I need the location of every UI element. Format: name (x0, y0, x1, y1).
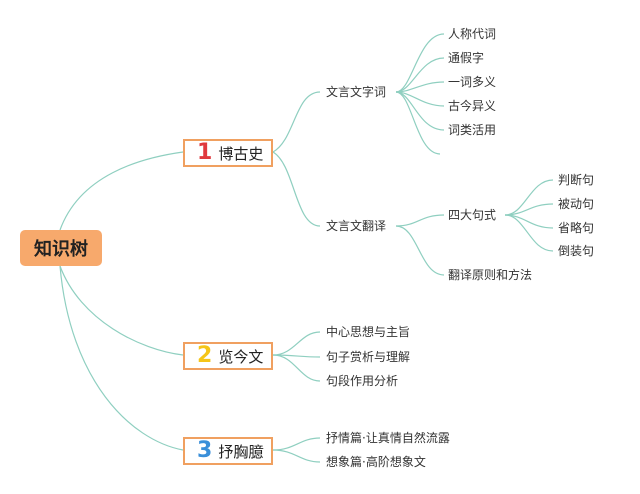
root-label: 知识树 (34, 239, 88, 260)
leaf-node[interactable]: 句段作用分析 (326, 374, 399, 388)
leaf-node[interactable]: 古今异义 (448, 99, 497, 113)
branch-label: 抒胸臆 (218, 442, 264, 461)
root-node[interactable]: 知识树 (20, 230, 102, 266)
branch-number: 2 (197, 343, 213, 368)
node-fanyi-yuanze[interactable]: 翻译原则和方法 (448, 268, 533, 282)
leaf-node[interactable]: 抒情篇·让真情自然流露 (326, 431, 450, 445)
leaf-node[interactable]: 省略句 (558, 221, 595, 235)
leaf-node[interactable]: 想象篇·高阶想象文 (326, 455, 426, 469)
branch-label: 博古史 (218, 144, 264, 163)
leaf-node[interactable]: 句子赏析与理解 (326, 350, 411, 364)
connector-root-branch3 (59, 265, 184, 451)
leaf-node[interactable]: 倒装句 (558, 244, 595, 258)
leaf-node[interactable]: 通假字 (448, 51, 485, 65)
connector-root-branch1 (59, 151, 184, 231)
branch-node-2[interactable]: 2 览今文 (183, 342, 273, 370)
leaf-node[interactable]: 人称代词 (448, 27, 497, 41)
leaf-node[interactable]: 判断句 (558, 173, 595, 187)
connector-b1-wenyanzici (272, 91, 321, 153)
node-wenyan-zici[interactable]: 文言文字词 (326, 85, 387, 99)
leaf-node[interactable]: 一词多义 (448, 75, 497, 89)
leaf-node[interactable]: 词类活用 (448, 123, 497, 137)
leaf-node[interactable]: 被动句 (558, 197, 595, 211)
branch-number: 1 (197, 140, 213, 165)
connector-b1-wenyanfanyi (272, 151, 321, 227)
branch-node-1[interactable]: 1 博古史 (183, 139, 273, 167)
node-sida-jushi[interactable]: 四大句式 (448, 208, 497, 222)
branch-label: 览今文 (218, 347, 264, 366)
branch-node-3[interactable]: 3 抒胸臆 (183, 437, 273, 465)
branch-number: 3 (197, 438, 213, 463)
connector-root-branch2 (59, 265, 184, 356)
node-wenyan-fanyi[interactable]: 文言文翻译 (326, 219, 387, 233)
leaf-node[interactable]: 中心思想与主旨 (326, 325, 411, 339)
